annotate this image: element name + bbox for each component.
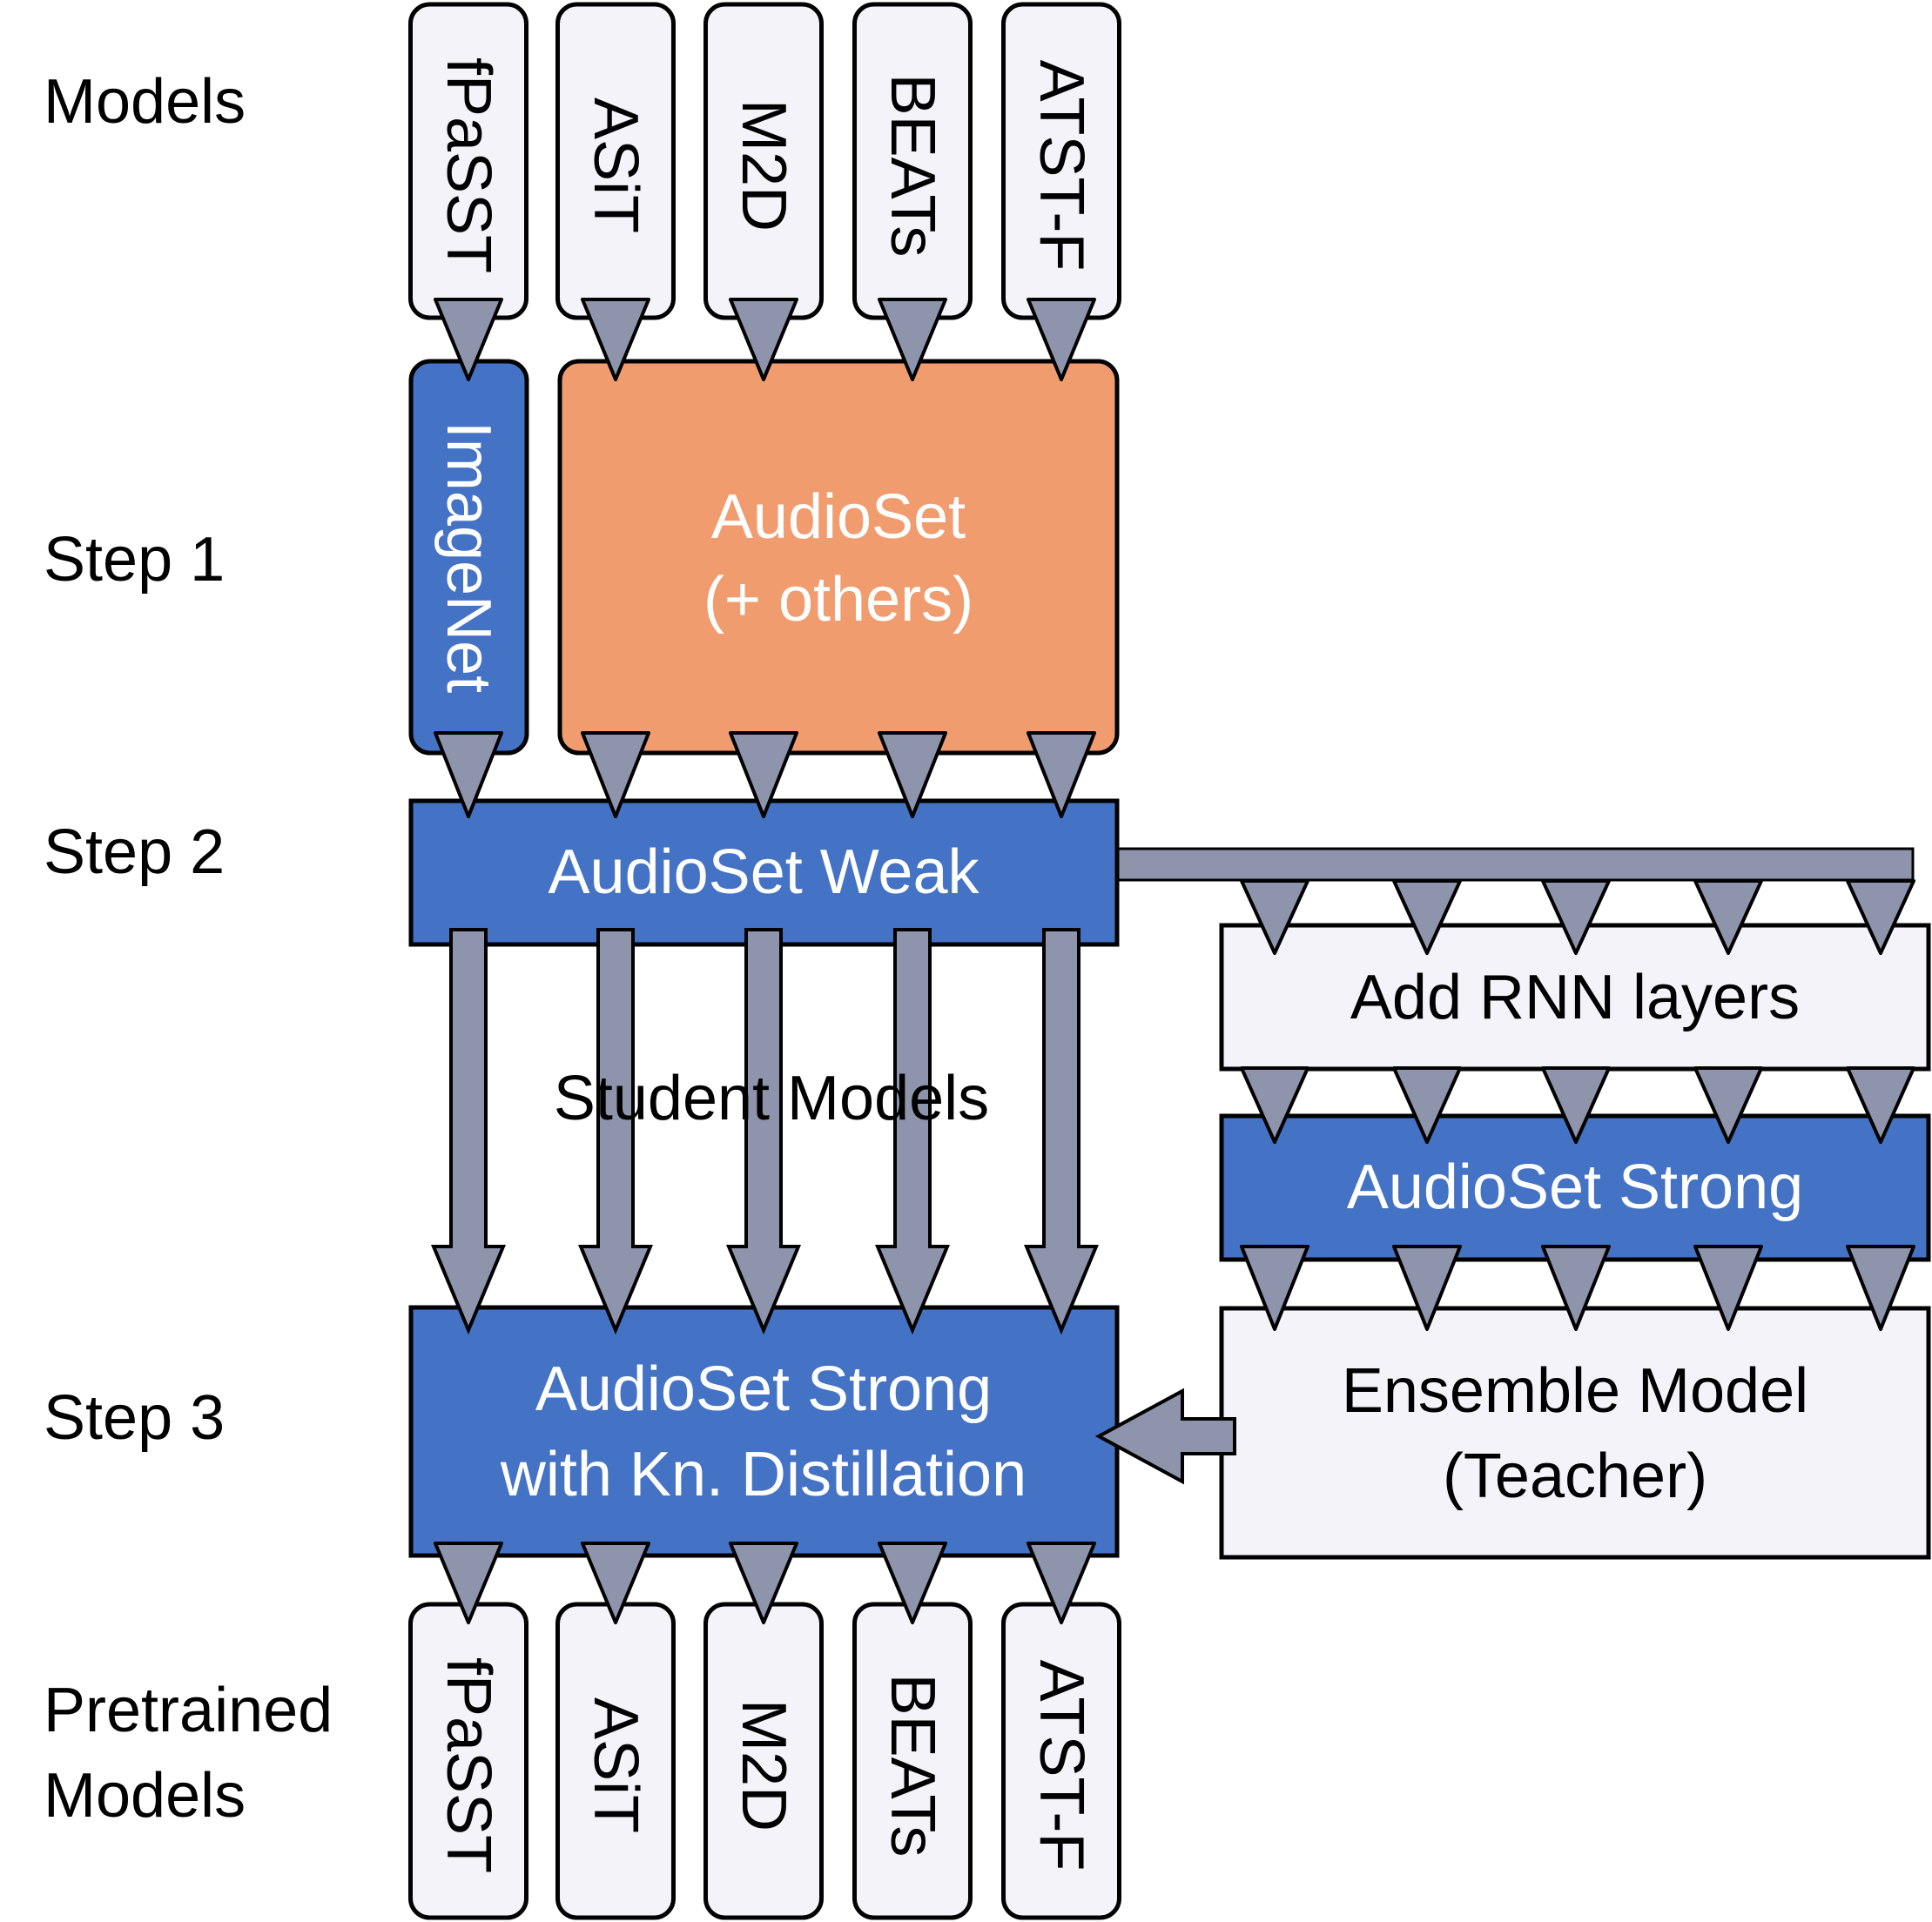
audioset-label: AudioSet xyxy=(711,482,966,552)
add-rnn-layers-label: Add RNN layers xyxy=(1350,963,1800,1032)
distillation-arrow xyxy=(1094,1388,1236,1485)
step3-to-pretrained-arrow-1 xyxy=(581,1542,650,1624)
student-arrow-2 xyxy=(726,928,801,1335)
rnn-to-strong-arrow-0 xyxy=(1240,1066,1309,1144)
rnn-to-strong-arrow-3 xyxy=(1693,1066,1763,1144)
ensemble-model-label: Ensemble Model xyxy=(1342,1356,1808,1426)
ensemble-model-box xyxy=(1219,1306,1931,1560)
audioset-strong-kd-label-1: AudioSet Strong xyxy=(535,1354,992,1424)
label-step-3: Step 3 xyxy=(44,1383,226,1453)
pretrained-model-label-1: ASiT xyxy=(581,1697,650,1833)
strong-to-ensemble-arrow-2 xyxy=(1541,1245,1611,1331)
step3-to-pretrained-arrow-0 xyxy=(434,1542,503,1624)
rnn-to-strong-arrow-2 xyxy=(1541,1066,1611,1144)
imagenet-label: ImageNet xyxy=(434,421,503,693)
rnn-to-strong-arrow-4 xyxy=(1846,1066,1915,1144)
label-pretrained-models: Pretrained Models xyxy=(44,1676,333,1831)
step1-to-step2-arrow-3 xyxy=(878,731,947,818)
strong-to-ensemble-arrow-0 xyxy=(1240,1245,1309,1331)
models-to-step1-arrow-1 xyxy=(581,298,650,381)
student-arrow-1 xyxy=(578,928,653,1335)
teacher-branch-connector xyxy=(1106,847,1915,882)
step1-to-step2-arrow-4 xyxy=(1027,731,1096,818)
strong-to-ensemble-arrow-4 xyxy=(1846,1245,1915,1331)
label-step-1: Step 1 xyxy=(44,525,226,595)
student-arrow-4 xyxy=(1024,928,1099,1335)
model-label-0: fPaSST xyxy=(434,57,503,273)
weak-to-rnn-arrow-2 xyxy=(1541,879,1611,955)
label-step-2: Step 2 xyxy=(44,817,226,887)
audioset-others-label: (+ others) xyxy=(703,565,973,635)
audioset-weak-box xyxy=(408,798,1120,947)
step1-to-step2-arrow-0 xyxy=(434,731,503,818)
step1-to-step2-arrow-2 xyxy=(729,731,798,818)
model-label-2: M2D xyxy=(729,99,798,232)
models-to-step1-arrow-3 xyxy=(878,298,947,381)
weak-to-rnn-arrow-0 xyxy=(1240,879,1309,955)
pretrained-model-label-4: ATST-F xyxy=(1027,1660,1096,1872)
strong-to-ensemble-arrow-1 xyxy=(1392,1245,1462,1331)
step1-to-step2-arrow-1 xyxy=(581,731,650,818)
pretrained-model-label-0: fPaSST xyxy=(434,1657,503,1873)
weak-to-rnn-arrow-1 xyxy=(1392,879,1462,955)
student-arrow-3 xyxy=(875,928,950,1335)
pretrained-model-label-3: BEATs xyxy=(878,1674,947,1858)
audioset-others-box xyxy=(557,359,1120,756)
weak-to-rnn-arrow-3 xyxy=(1693,879,1763,955)
models-to-step1-arrow-2 xyxy=(729,298,798,381)
step3-to-pretrained-arrow-2 xyxy=(729,1542,798,1624)
rnn-to-strong-arrow-1 xyxy=(1392,1066,1462,1144)
audioset-weak-label: AudioSet Weak xyxy=(549,837,980,907)
weak-to-rnn-arrow-4 xyxy=(1846,879,1915,955)
model-label-3: BEATs xyxy=(878,74,947,258)
model-label-1: ASiT xyxy=(581,97,650,233)
strong-to-ensemble-arrow-3 xyxy=(1693,1245,1763,1331)
pretrained-model-label-2: M2D xyxy=(729,1699,798,1831)
teacher-label: (Teacher) xyxy=(1443,1442,1707,1511)
step3-to-pretrained-arrow-4 xyxy=(1027,1542,1096,1624)
models-to-step1-arrow-0 xyxy=(434,298,503,381)
audioset-strong-kd-box xyxy=(408,1305,1120,1558)
models-to-step1-arrow-4 xyxy=(1027,298,1096,381)
student-arrow-0 xyxy=(431,928,506,1335)
audioset-strong-kd-label-2: with Kn. Distillation xyxy=(500,1440,1027,1509)
label-models: Models xyxy=(44,67,246,137)
audioset-strong-teacher-label: AudioSet Strong xyxy=(1347,1153,1803,1222)
model-label-4: ATST-F xyxy=(1027,60,1096,272)
step3-to-pretrained-arrow-3 xyxy=(878,1542,947,1624)
student-models-label: Student Models xyxy=(554,1064,989,1133)
